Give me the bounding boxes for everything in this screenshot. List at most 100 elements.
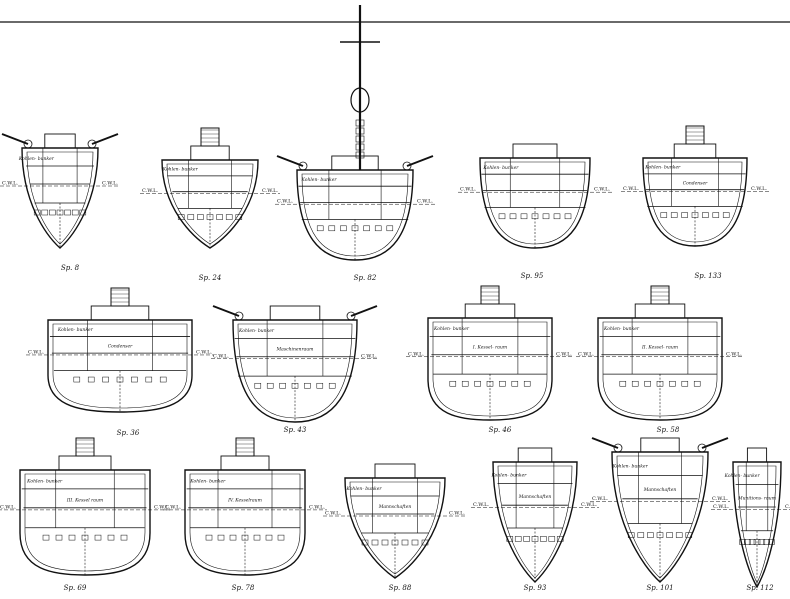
waterline-label-left: C.W.L.: [2, 181, 18, 187]
tank-cell: [254, 382, 262, 389]
tank-cell: [71, 209, 79, 216]
tank-cell: [681, 380, 689, 387]
room-label: Condenser: [683, 180, 708, 186]
tank-cell: [499, 380, 506, 387]
funnel: [685, 125, 705, 145]
tank-cell: [225, 214, 233, 220]
tank-cell: [660, 212, 668, 218]
tank-cell: [744, 539, 751, 545]
waterline-label-left: C.W.L.: [213, 353, 229, 359]
frame-label: Sp. 95: [521, 272, 544, 280]
gun-mount: [402, 161, 412, 171]
waterline-label-left: C.W.L.: [473, 502, 489, 508]
coal-bunker-label: Kohlen- bunker: [26, 479, 63, 485]
superstructure: [190, 145, 230, 161]
tank-cell: [656, 532, 664, 538]
room-label: Maschinenraum: [276, 347, 314, 353]
gun-mount: [87, 139, 97, 149]
inner-hull-line: [26, 151, 94, 245]
coal-bunker-label: Kohlen- bunker: [603, 326, 640, 332]
tank-cell: [411, 539, 419, 546]
inner-hull-line: [432, 321, 548, 417]
tank-cell: [266, 382, 274, 389]
tank-cell: [328, 382, 336, 389]
tank-cell: [42, 534, 50, 541]
tank-cell: [556, 536, 564, 542]
tank-cell: [56, 209, 64, 216]
tank-cell: [229, 534, 237, 541]
hull-outline: [479, 157, 591, 249]
waterline-label-left: C.W.L.: [408, 351, 424, 357]
tank-cell: [685, 532, 693, 538]
tank-cell: [374, 225, 382, 232]
frame-label: Sp. 24: [199, 274, 222, 282]
hull-outline: [732, 461, 782, 589]
mast-rung: [355, 151, 365, 159]
gun-mount: [23, 139, 33, 149]
tank-cell: [548, 536, 556, 542]
waterline-label-right: C.W.L.: [751, 186, 767, 192]
tank-cell: [87, 376, 95, 383]
tank-cell: [670, 212, 678, 218]
coal-bunker-label: Kohlen- bunker: [57, 327, 94, 333]
tank-cell: [712, 212, 720, 218]
waterline-label-left: C.W.L.: [460, 187, 476, 193]
coal-bunker-label: Kohlen- bunker: [345, 486, 382, 492]
room-label: I. Kessel- raum: [472, 345, 507, 351]
gun-mount: [234, 311, 244, 321]
tank-cell: [509, 213, 517, 220]
funnel: [480, 285, 500, 305]
mast-rung: [355, 119, 365, 127]
tank-cell: [277, 534, 285, 541]
room-label: Mannschaften: [378, 504, 412, 510]
tank-cell: [216, 214, 223, 220]
waterline-label-right: C.W.L.: [785, 504, 790, 510]
tank-cell: [145, 376, 153, 383]
tank-cell: [33, 209, 41, 216]
waterline-label-right: C.W.L.: [594, 187, 610, 193]
hull-outline: [344, 477, 446, 579]
waterline-label-left: C.W.L.: [277, 199, 293, 205]
coal-bunker-label: Kohlen- bunker: [162, 167, 199, 173]
frame-label: Sp. 69: [64, 584, 87, 592]
gun-barrel: [701, 437, 729, 449]
inner-hull-line: [349, 481, 441, 575]
tank-cell: [187, 214, 195, 220]
tank-cell: [328, 225, 336, 232]
tank-cell: [206, 214, 214, 220]
frame-label: Sp. 36: [117, 429, 140, 437]
tank-cell: [68, 534, 76, 541]
tank-cell: [265, 534, 273, 541]
tank-cell: [94, 534, 102, 541]
coal-bunker-label: Kohlen- bunker: [238, 328, 275, 334]
frame-label: Sp. 46: [489, 426, 512, 434]
frame-label: Sp. 43: [284, 426, 307, 434]
waterline-label-right: C.W.L.: [726, 351, 742, 357]
frame-label: Sp. 112: [746, 584, 774, 592]
tank-cell: [49, 209, 56, 216]
tank-cell: [361, 539, 369, 546]
room-label: II. Kessel- raum: [641, 345, 678, 351]
coal-bunker-label: Kohlen- bunker: [433, 326, 470, 332]
tank-cell: [116, 376, 124, 383]
tank-cell: [316, 225, 324, 232]
tank-cell: [753, 539, 761, 545]
room-label: Mannschaften: [643, 487, 677, 493]
tank-cell: [666, 532, 673, 538]
tank-cell: [159, 376, 167, 383]
tank-cell: [768, 539, 775, 545]
tank-cell: [102, 376, 109, 383]
tank-cell: [371, 539, 379, 546]
frame-label: Sp. 133: [694, 272, 722, 280]
superstructure: [58, 455, 112, 471]
hull-outline: [427, 317, 553, 421]
gun-barrel: [406, 155, 434, 167]
waterline-label-right: C.W.L.: [449, 511, 465, 517]
tank-cell: [351, 225, 359, 232]
